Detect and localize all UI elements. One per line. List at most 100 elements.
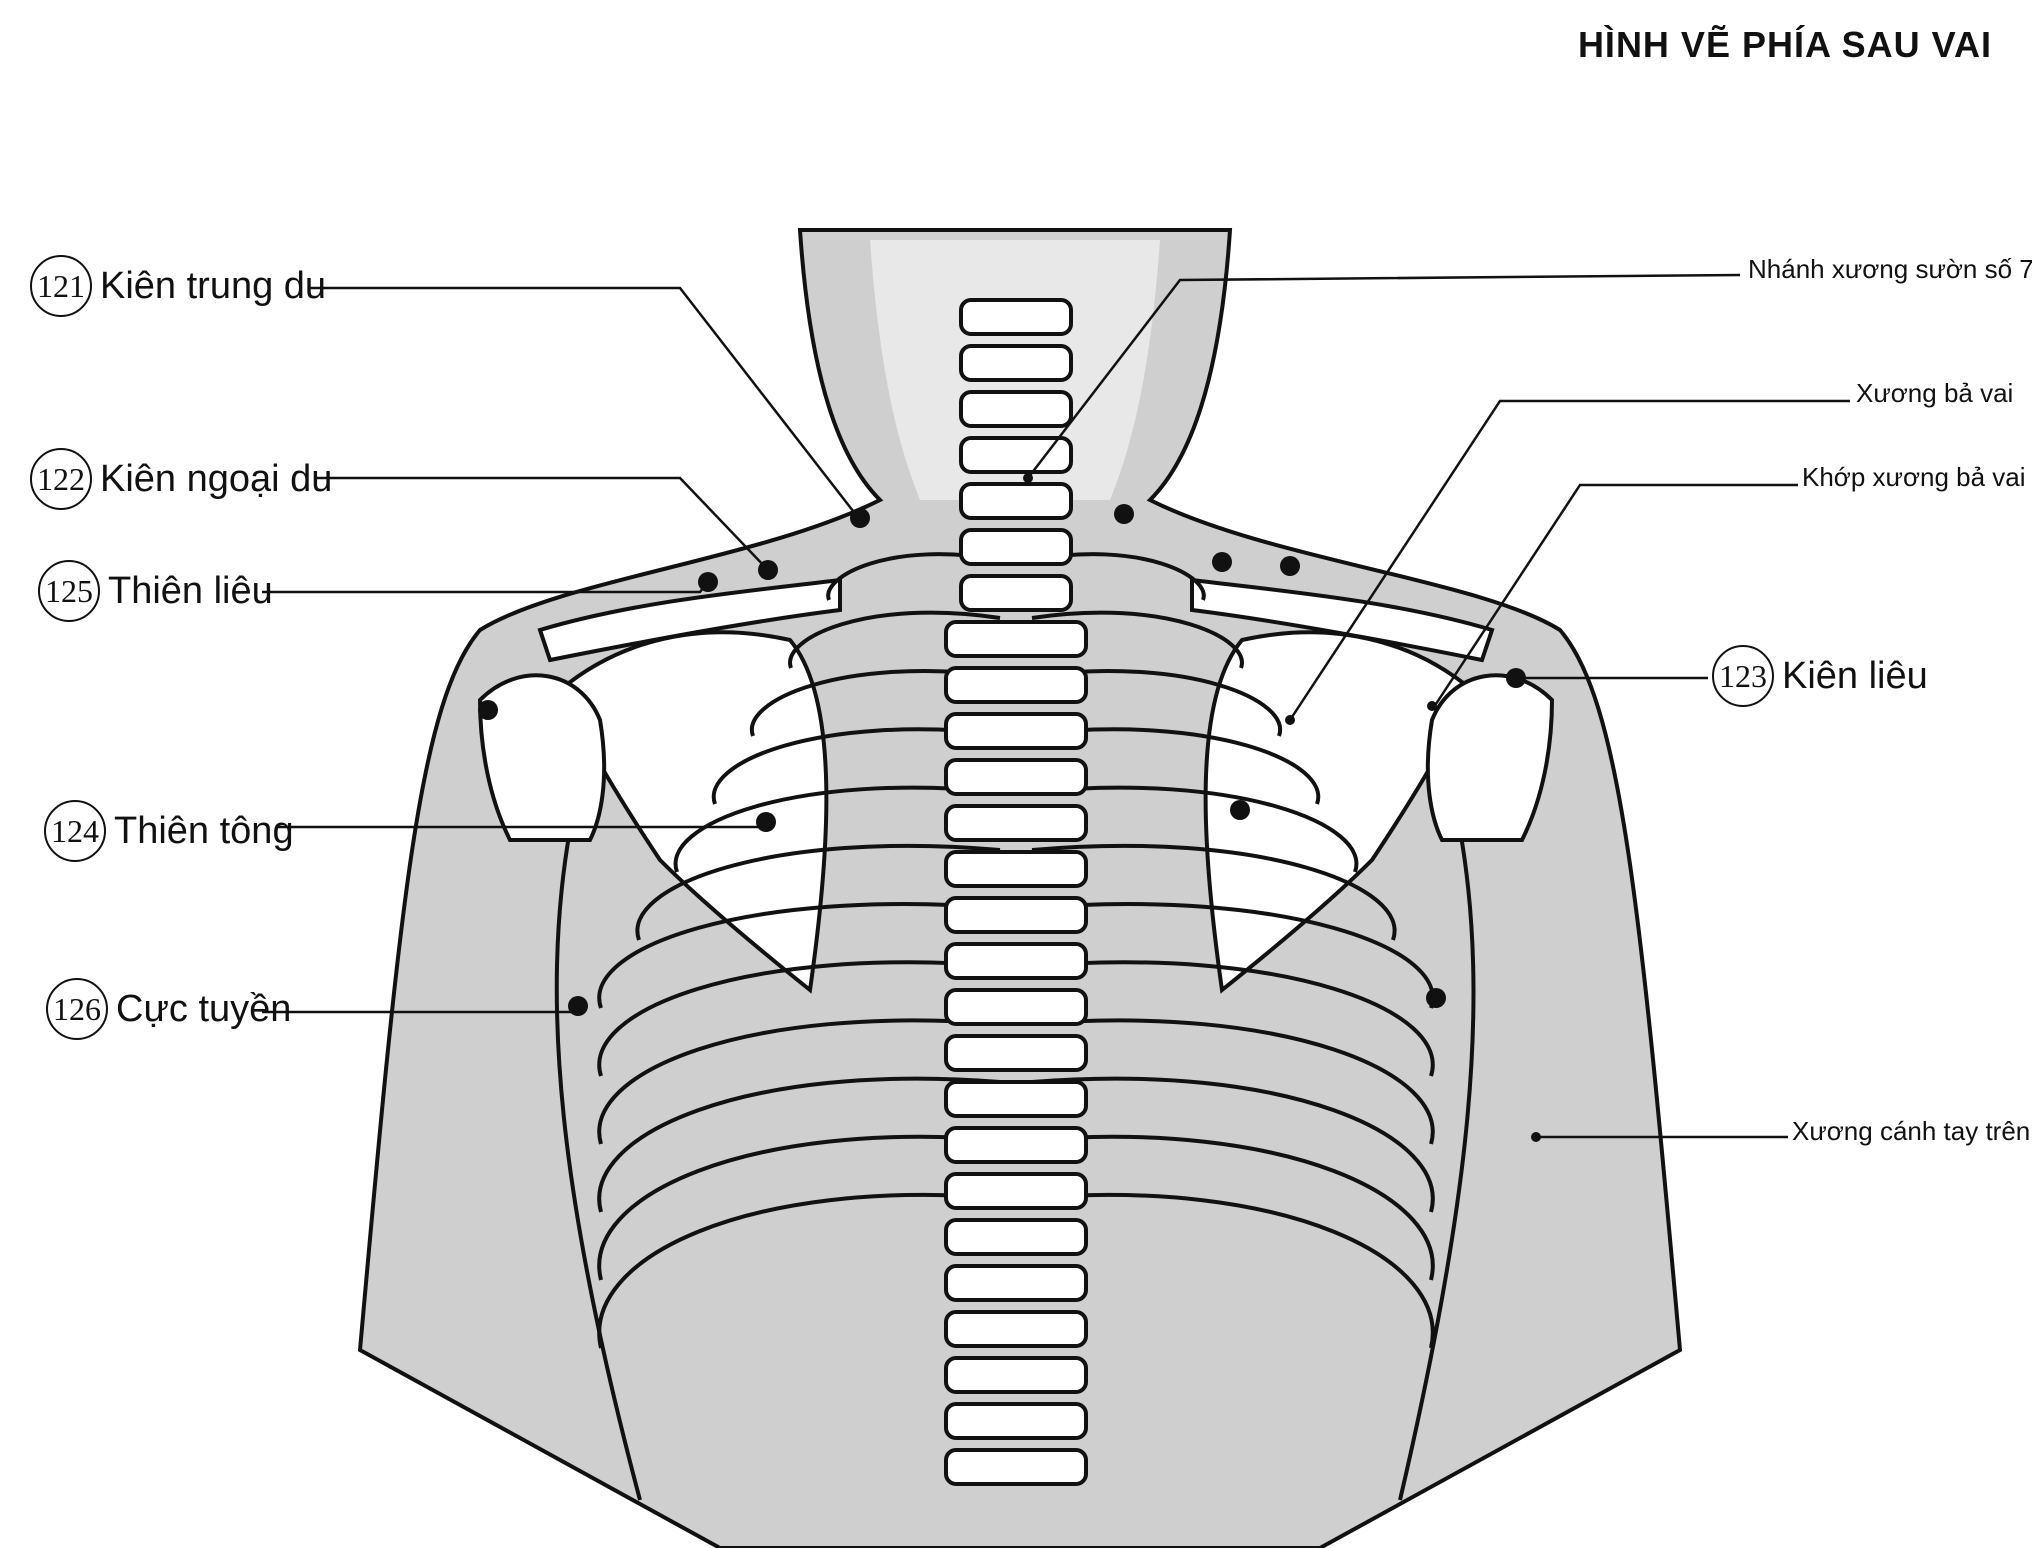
acupoint-dot — [850, 508, 870, 528]
point-label-121: 121 Kiên trung du — [30, 255, 326, 317]
vertebra — [944, 1218, 1088, 1256]
rib-left — [597, 1018, 1001, 1145]
point-name-124: Thiên tông — [114, 809, 294, 852]
vertebra — [959, 574, 1073, 612]
rib-left — [749, 669, 1001, 737]
vertebra — [959, 344, 1073, 382]
vertebra — [944, 804, 1088, 842]
point-name-126: Cực tuyền — [116, 987, 292, 1030]
acupoint-dot — [1531, 1132, 1541, 1142]
point-number-125: 125 — [38, 560, 100, 622]
body-silhouette — [357, 228, 1683, 1548]
point-number-122: 122 — [30, 448, 92, 510]
acupoint-dot — [478, 700, 498, 720]
vertebra — [944, 1402, 1088, 1440]
vertebra — [959, 482, 1073, 520]
point-name-121: Kiên trung du — [100, 264, 327, 307]
acupoint-dot — [698, 572, 718, 592]
point-label-122: 122 Kiên ngoại du — [30, 448, 332, 510]
rib-right — [1031, 727, 1321, 805]
point-number-121: 121 — [30, 255, 92, 317]
point-number-124: 124 — [44, 800, 106, 862]
rib-left — [597, 1193, 1001, 1349]
acupoint-dots — [478, 473, 1541, 1142]
vertebra — [944, 620, 1088, 658]
left-arm-contour — [554, 829, 642, 1501]
vertebra — [959, 528, 1073, 566]
left-clavicle — [537, 577, 842, 663]
point-label-123: 123 Kiên liêu — [1712, 645, 1928, 707]
bone-label-humerus: Xương cánh tay trên — [1792, 1116, 2031, 1146]
rib-right — [1031, 1076, 1435, 1213]
right-arm-contour — [1398, 829, 1476, 1501]
vertebra — [944, 896, 1088, 934]
vertebra — [944, 1310, 1088, 1348]
vertebra — [959, 390, 1073, 428]
bone-label-scapula: Xương bả vai — [1856, 378, 2014, 408]
vertebra — [944, 942, 1088, 980]
spine — [944, 298, 1088, 1486]
acupoint-dot — [1023, 473, 1033, 483]
rib-right — [1031, 1018, 1435, 1145]
rib-left — [788, 610, 1001, 669]
left-humerus-head — [477, 673, 607, 842]
rib-right — [1031, 1193, 1435, 1349]
rib-left — [597, 1134, 1001, 1281]
vertebra — [944, 850, 1088, 888]
vertebra — [944, 1034, 1088, 1072]
point-name-123: Kiên liêu — [1782, 654, 1928, 697]
rib-left — [635, 843, 1001, 941]
vertebra — [944, 666, 1088, 704]
rib-right — [1031, 610, 1244, 669]
rib-right — [1031, 1134, 1435, 1281]
vertebra — [944, 1448, 1088, 1486]
point-label-126: 126 Cực tuyền — [46, 978, 291, 1040]
rib-left — [711, 727, 1001, 805]
acupoint-dot — [1427, 701, 1437, 711]
acupoint-dot — [1114, 504, 1134, 524]
acupoint-dot — [1212, 552, 1232, 572]
rib-right — [1031, 960, 1435, 1077]
acupoint-dot — [756, 812, 776, 832]
bone-label-rib7: Nhánh xương sườn số 7 — [1748, 254, 2032, 284]
vertebra — [944, 1264, 1088, 1302]
left-scapula — [557, 630, 829, 994]
acupoint-dot — [1426, 988, 1446, 1008]
point-label-124: 124 Thiên tông — [44, 800, 294, 862]
point-name-122: Kiên ngoại du — [100, 457, 333, 500]
rib-left — [673, 785, 1001, 873]
acupoint-dot — [568, 996, 588, 1016]
leader-lines — [262, 273, 1850, 1139]
right-clavicle — [1190, 577, 1495, 663]
point-label-125: 125 Thiên liêu — [38, 560, 273, 622]
point-number-126: 126 — [46, 978, 108, 1040]
leader-line-1 — [315, 476, 769, 571]
leader-line-0 — [310, 286, 861, 521]
vertebra — [944, 1080, 1088, 1118]
leader-line-6 — [1027, 273, 1741, 479]
vertebra — [959, 298, 1073, 336]
rib-right — [1031, 902, 1435, 1009]
acupoint-dot — [1285, 715, 1295, 725]
leader-line-8 — [1430, 483, 1798, 711]
right-humerus-head — [1425, 673, 1555, 842]
vertebra — [944, 1126, 1088, 1164]
point-number-123: 123 — [1712, 645, 1774, 707]
rib-right — [1031, 843, 1397, 941]
acupoint-dot — [758, 560, 778, 580]
acupoint-dot — [1506, 668, 1526, 688]
rib-left — [597, 902, 1001, 1009]
rib-cage — [597, 552, 1435, 1349]
vertebra — [944, 988, 1088, 1026]
vertebra — [944, 758, 1088, 796]
page-title: HÌNH VẼ PHÍA SAU VAI — [1577, 24, 1992, 65]
vertebra — [944, 1172, 1088, 1210]
vertebra — [944, 712, 1088, 750]
rib-left — [597, 1076, 1001, 1213]
right-scapula — [1203, 630, 1475, 994]
vertebra — [944, 1356, 1088, 1394]
rib-left — [597, 960, 1001, 1077]
rib-right — [1031, 785, 1359, 873]
